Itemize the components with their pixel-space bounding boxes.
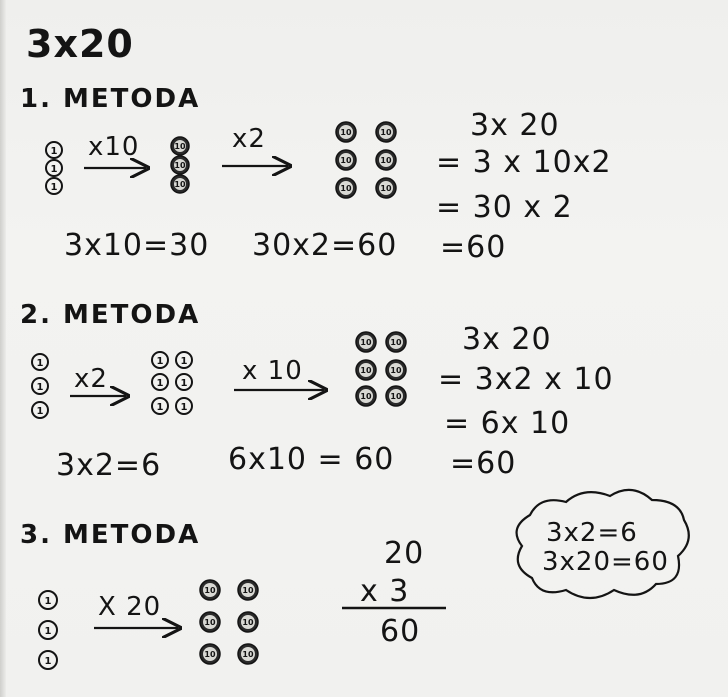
svg-text:10: 10 [174, 161, 186, 170]
unit-coin: 1 [32, 402, 48, 418]
svg-text:1: 1 [181, 356, 188, 367]
svg-text:10: 10 [360, 392, 372, 401]
svg-text:10: 10 [242, 650, 254, 659]
ten-coin: 10 [376, 150, 396, 170]
ten-coin: 10 [356, 386, 376, 406]
svg-text:1: 1 [45, 626, 52, 637]
unit-coin: 1 [46, 178, 62, 194]
svg-text:1: 1 [37, 406, 44, 417]
svg-text:1: 1 [157, 378, 164, 389]
svg-text:1: 1 [51, 164, 58, 175]
ten-coin: 10 [386, 386, 406, 406]
svg-text:10: 10 [242, 618, 254, 627]
ten-coin: 10 [238, 580, 258, 600]
ten-coin: 10 [238, 644, 258, 664]
svg-text:10: 10 [380, 184, 392, 193]
svg-text:1: 1 [51, 182, 58, 193]
ten-coin: 10 [386, 332, 406, 352]
unit-coin: 1 [32, 354, 48, 370]
ten-coin: 10 [386, 360, 406, 380]
svg-text:10: 10 [340, 156, 352, 165]
ten-coin: 10 [171, 137, 189, 155]
ten-coin: 10 [336, 178, 356, 198]
svg-text:1: 1 [51, 146, 58, 157]
svg-text:1: 1 [37, 358, 44, 369]
svg-text:10: 10 [390, 366, 402, 375]
svg-text:10: 10 [204, 618, 216, 627]
svg-text:10: 10 [390, 392, 402, 401]
ten-coin: 10 [336, 150, 356, 170]
unit-coin: 1 [152, 374, 168, 390]
ten-coin: 10 [376, 122, 396, 142]
svg-text:10: 10 [360, 338, 372, 347]
ten-coin: 10 [200, 580, 220, 600]
unit-coin: 1 [46, 142, 62, 158]
svg-text:10: 10 [340, 184, 352, 193]
svg-text:10: 10 [242, 586, 254, 595]
thought-cloud [517, 490, 689, 598]
svg-text:10: 10 [174, 142, 186, 151]
unit-coin: 1 [39, 651, 57, 669]
unit-coin: 1 [176, 398, 192, 414]
unit-coin: 1 [152, 352, 168, 368]
svg-text:1: 1 [45, 656, 52, 667]
unit-coin: 1 [39, 591, 57, 609]
ten-coin: 10 [356, 360, 376, 380]
svg-text:10: 10 [390, 338, 402, 347]
svg-text:10: 10 [380, 156, 392, 165]
svg-text:10: 10 [340, 128, 352, 137]
svg-text:1: 1 [181, 402, 188, 413]
svg-text:1: 1 [181, 378, 188, 389]
svg-text:10: 10 [174, 180, 186, 189]
unit-coin: 1 [176, 374, 192, 390]
unit-coin: 1 [32, 378, 48, 394]
ten-coin: 10 [200, 612, 220, 632]
svg-text:1: 1 [157, 356, 164, 367]
svg-text:1: 1 [37, 382, 44, 393]
ten-coin: 10 [238, 612, 258, 632]
svg-text:10: 10 [380, 128, 392, 137]
unit-coin: 1 [46, 160, 62, 176]
svg-text:1: 1 [157, 402, 164, 413]
unit-coin: 1 [152, 398, 168, 414]
ten-coin: 10 [200, 644, 220, 664]
ten-coin: 10 [171, 156, 189, 174]
ten-coin: 10 [336, 122, 356, 142]
ten-coin: 10 [171, 175, 189, 193]
svg-text:1: 1 [45, 596, 52, 607]
unit-coin: 1 [39, 621, 57, 639]
svg-text:10: 10 [204, 650, 216, 659]
svg-text:10: 10 [360, 366, 372, 375]
ten-coin: 10 [356, 332, 376, 352]
svg-text:10: 10 [204, 586, 216, 595]
unit-coin: 1 [176, 352, 192, 368]
ten-coin: 10 [376, 178, 396, 198]
